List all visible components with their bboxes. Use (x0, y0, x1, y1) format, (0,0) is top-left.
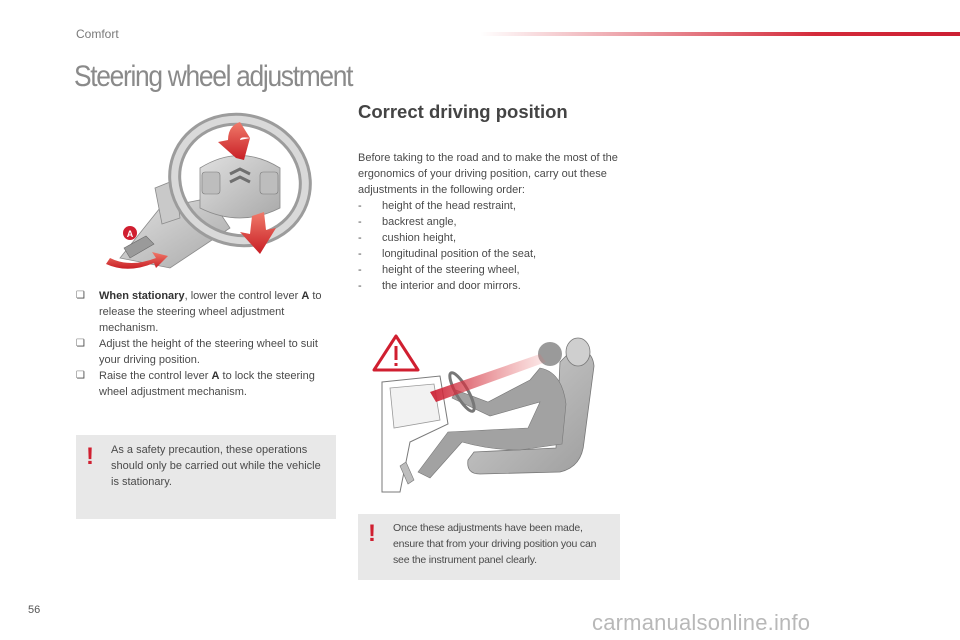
section-heading: Correct driving position (358, 101, 568, 122)
intro-paragraph: Before taking to the road and to make th… (358, 152, 618, 196)
step-item: ❏ Raise the control lever A to lock the … (76, 368, 342, 400)
lever-ref: A (211, 370, 220, 382)
lever-label: A (127, 229, 134, 239)
adjustment-order-list: -height of the head restraint, -backrest… (358, 198, 628, 294)
exclamation-icon: ! (86, 443, 94, 470)
position-note-text: Once these adjustments have been made, e… (393, 522, 597, 566)
checkbox-bullet-icon: ❏ (76, 338, 85, 349)
step-text: , lower the control lever (184, 290, 302, 302)
list-item: -backrest angle, (358, 216, 457, 228)
list-item: -height of the steering wheel, (358, 264, 520, 276)
list-item: -height of the head restraint, (358, 200, 516, 212)
checkbox-bullet-icon: ❏ (76, 290, 85, 301)
safety-note-text: As a safety precaution, these operations… (111, 444, 321, 488)
step-text: to release the steering wheel adjustment… (99, 290, 322, 334)
steering-wheel-illustration: A (106, 112, 312, 269)
step-emphasis: When stationary (99, 290, 185, 302)
list-item: -longitudinal position of the seat, (358, 248, 537, 260)
step-text: Raise the control lever (99, 370, 212, 382)
warning-triangle-icon (372, 334, 420, 372)
step-text: to lock the steering wheel adjustment me… (99, 370, 315, 398)
page-title: Steering wheel adjustment (74, 60, 353, 93)
exclamation-icon: ! (368, 520, 376, 547)
checkbox-bullet-icon: ❏ (76, 370, 85, 381)
list-item: -cushion height, (358, 232, 456, 244)
header-rule (480, 32, 960, 36)
section-label: Comfort (76, 27, 119, 41)
position-note: ! Once these adjustments have been made,… (358, 514, 620, 580)
watermark: carmanualsonline.info (592, 610, 811, 635)
lever-ref: A (301, 290, 310, 302)
driving-position-illustration (372, 334, 595, 493)
page-number: 56 (28, 604, 41, 616)
safety-note: ! As a safety precaution, these operatio… (76, 435, 336, 519)
step-item: ❏ When stationary, lower the control lev… (76, 288, 342, 336)
step-text: Adjust the height of the steering wheel … (99, 338, 318, 366)
list-item: -the interior and door mirrors. (358, 280, 521, 292)
step-item: ❏ Adjust the height of the steering whee… (76, 336, 342, 368)
adjustment-steps: ❏ When stationary, lower the control lev… (76, 288, 342, 400)
